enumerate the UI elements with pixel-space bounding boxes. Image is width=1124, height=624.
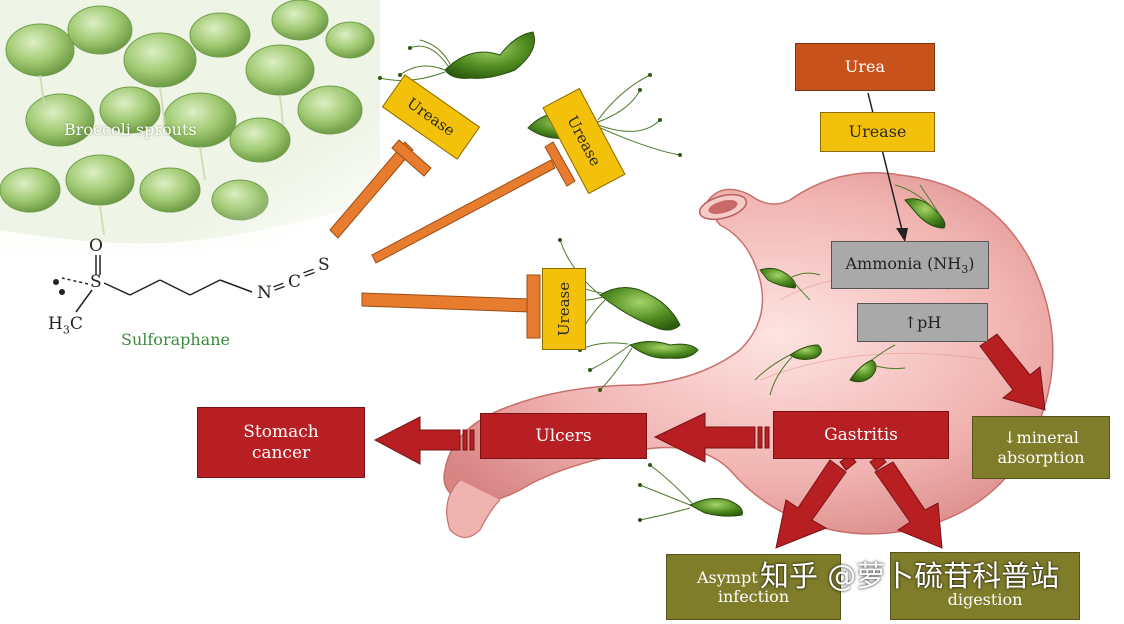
- ammonia-text: Ammonia (NH3): [845, 254, 974, 276]
- inhibitor-bars: [329, 139, 576, 339]
- digestion-box: digestion: [890, 552, 1080, 620]
- cancer-line-2: cancer: [251, 442, 311, 463]
- ammonia-suffix: ): [968, 253, 975, 273]
- ammonia-prefix: Ammonia (NH: [845, 253, 962, 273]
- sulforaphane-lone-pairs: [53, 279, 65, 295]
- ammonia-box: Ammonia (NH3): [831, 241, 989, 289]
- methyl-sub: 3: [62, 323, 70, 337]
- ph-box: ↑pH: [857, 303, 988, 342]
- stomach-cancer-box: Stomach cancer: [197, 407, 365, 478]
- atom-sulfur: S: [90, 272, 102, 292]
- methyl-c: C: [69, 314, 83, 334]
- asymp-line-1: Asympt: [697, 567, 758, 587]
- cancer-line-1: Stomach: [243, 422, 319, 443]
- asymp-line-2: infection: [717, 587, 790, 606]
- sulforaphane-structure: [61, 255, 253, 313]
- stomach-illustration: [443, 172, 1054, 539]
- progression-arrows: [373, 333, 1046, 549]
- urease-box: Urease: [820, 112, 935, 152]
- zhihu-watermark: 知乎 @萝卜硫苷科普站: [760, 559, 1060, 593]
- urease-tag-3: Urease: [542, 268, 586, 350]
- ulcers-box: Ulcers: [480, 413, 647, 459]
- digest-line-2: digestion: [947, 589, 1023, 609]
- gastritis-box: Gastritis: [773, 411, 949, 459]
- atom-sulfur-terminal: S: [318, 255, 330, 275]
- atom-nitrogen: N: [257, 283, 272, 303]
- asymptomatic-infection-box: Asympt infection: [666, 554, 841, 620]
- broccoli-sprouts-label: Broccoli sprouts: [64, 120, 197, 139]
- mineral-line-2: absorption: [997, 447, 1085, 467]
- ammonia-subscript: 3: [961, 263, 969, 276]
- sulforaphane-label: Sulforaphane: [121, 330, 230, 349]
- mineral-line-1: ↓mineral: [1003, 428, 1079, 448]
- methyl-group: H3C: [48, 314, 83, 336]
- atom-carbon: C: [288, 272, 302, 292]
- mineral-absorption-box: ↓mineral absorption: [972, 416, 1110, 479]
- methyl-h: H: [48, 314, 63, 334]
- atom-oxygen: O: [89, 236, 103, 256]
- broccoli-sprouts-image: [0, 0, 380, 250]
- urea-box: Urea: [795, 43, 935, 91]
